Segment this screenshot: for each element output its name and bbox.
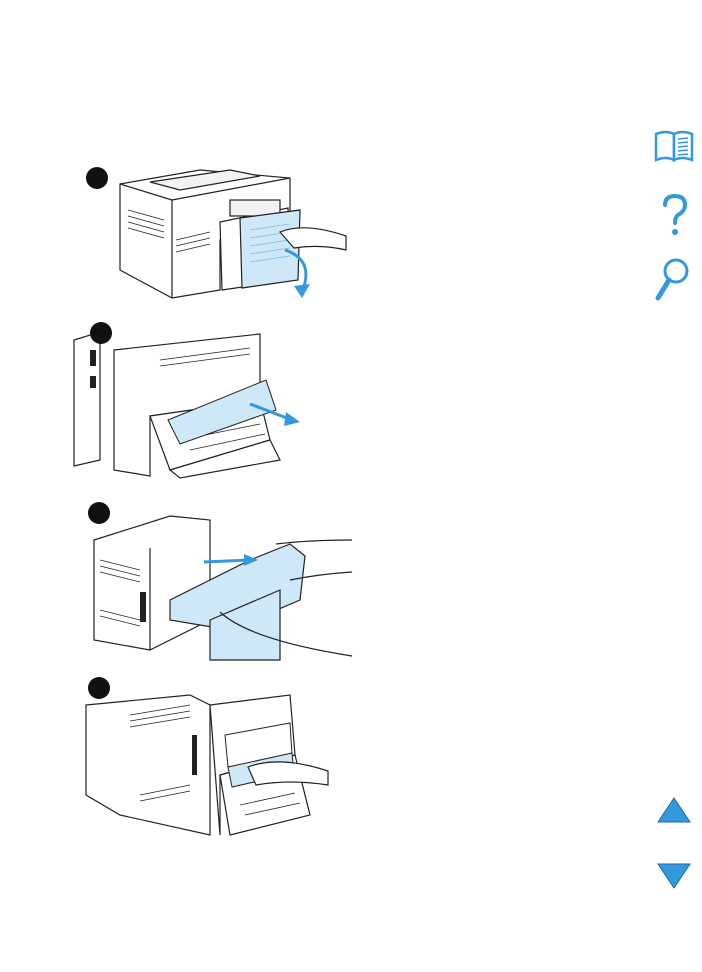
magnifier-search-icon[interactable] [652,256,692,302]
step-1-illustration: 1 [80,160,360,300]
remove-duplex-unit-icon [93,515,353,661]
step-2-illustration: 2 [70,320,310,480]
printer-rear-open-duplex-door-icon [119,169,347,299]
step-4-illustration: 4 [80,675,340,845]
step-2-badge: 2 [90,322,112,344]
step-4-badge: 4 [88,677,110,699]
step-3-badge: 3 [88,502,110,524]
pull-jammed-paper-icon [73,331,300,479]
step-1-badge: 1 [86,167,108,189]
arrow-up-icon[interactable] [656,796,692,824]
help-question-icon[interactable] [660,193,690,237]
book-icon[interactable] [652,128,696,164]
arrow-down-icon[interactable] [656,862,692,890]
pull-paper-from-duplex-slot-icon [85,694,329,836]
step-3-illustration: 3 [80,500,360,665]
